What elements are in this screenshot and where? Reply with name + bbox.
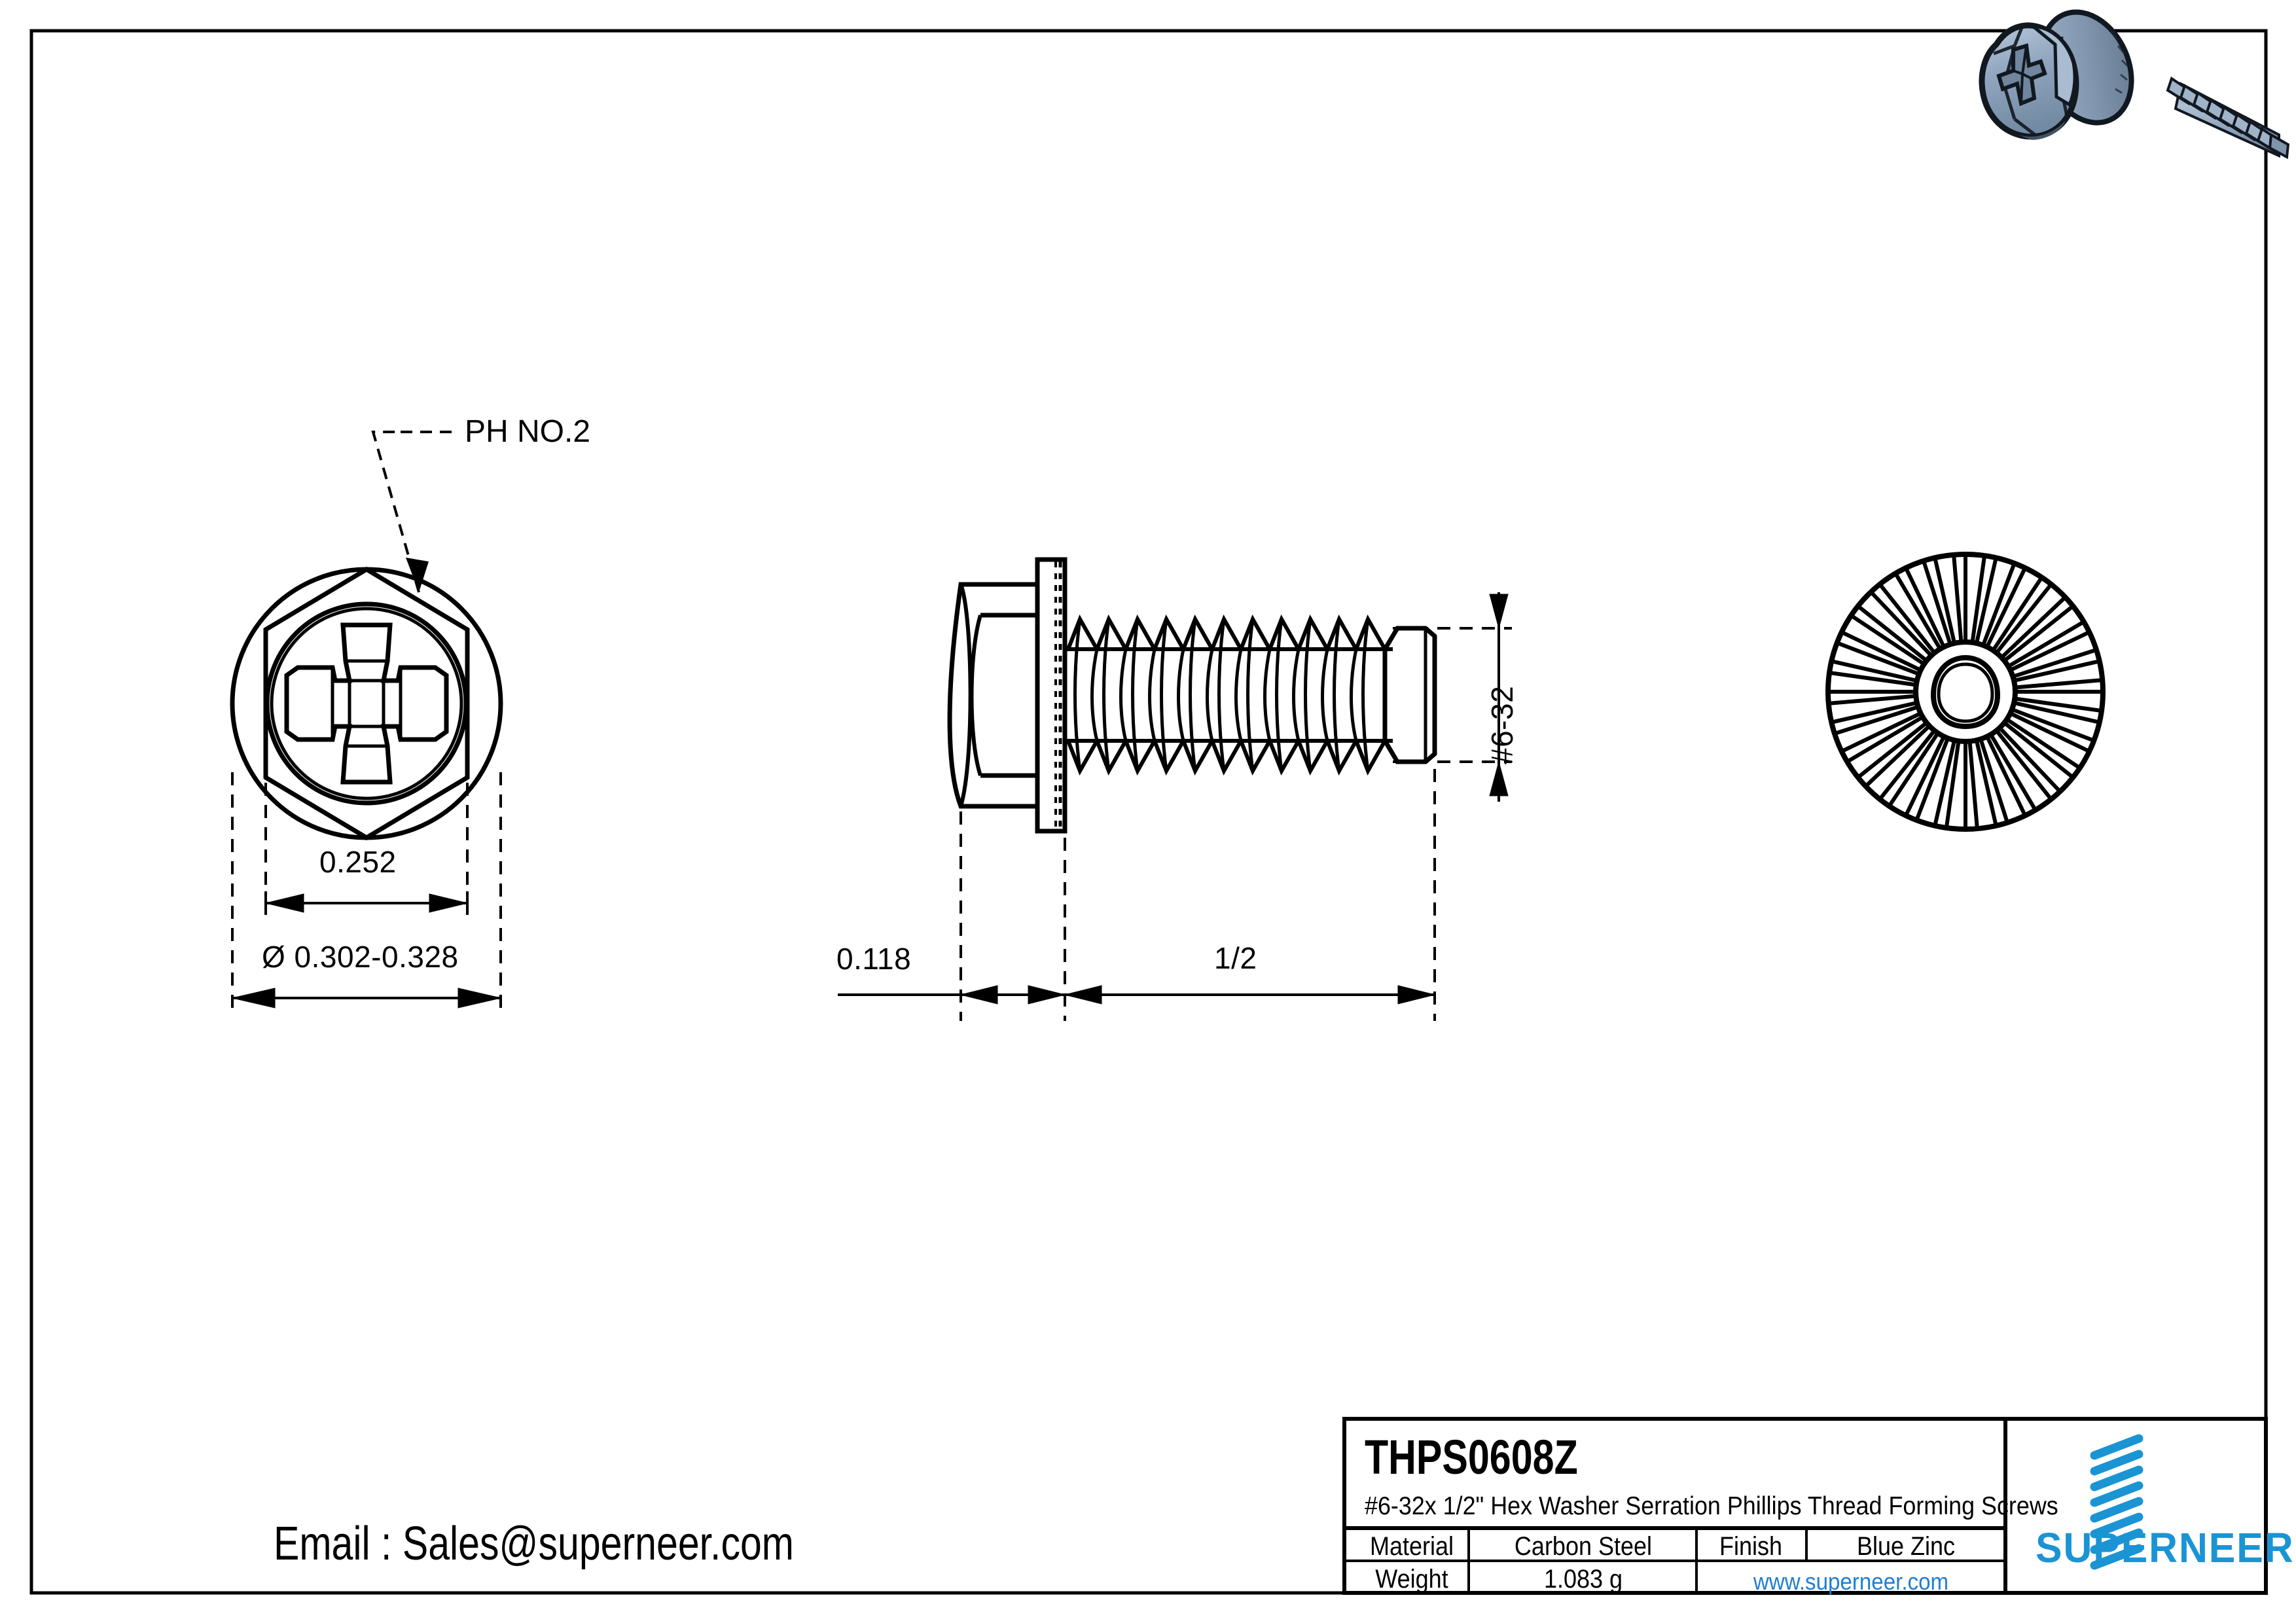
serration-tooth: [1997, 720, 2076, 794]
serration-tooth: [1964, 552, 1987, 645]
part-description: #6-32x 1/2" Hex Washer Serration Phillip…: [1365, 1492, 2058, 1520]
logo-bar: [2090, 1450, 2144, 1476]
serration-teeth: [1825, 552, 2106, 832]
serration-tooth: [1994, 581, 2068, 660]
side-view-screw: [947, 557, 1437, 834]
bottom-view-serration: [1825, 552, 2106, 832]
serration-tooth: [1829, 640, 1922, 683]
serration-tooth: [1914, 736, 1957, 829]
dim-head-height-label: 0.118: [836, 942, 912, 976]
dim-across-flats: [264, 783, 469, 916]
hex-outline: [263, 566, 470, 841]
serration-bore: [1930, 654, 2001, 730]
serration-tooth: [1825, 670, 1918, 694]
serration-tooth: [2013, 690, 2106, 713]
logo-bar: [2090, 1434, 2144, 1460]
finish-label: Finish: [1719, 1532, 1783, 1561]
dim-thread-length: [1064, 769, 1436, 1021]
serration-tooth: [1978, 734, 2028, 825]
serration-tooth: [1855, 589, 1934, 664]
screw-3d-shank: [2166, 76, 2290, 160]
serration-tooth: [1984, 565, 2045, 653]
serration-tooth: [1876, 570, 1943, 656]
serration-tooth: [1967, 738, 1999, 831]
dim-thread-spec: [1393, 592, 1512, 802]
serration-tooth: [1826, 694, 1920, 725]
title-block-frame: [1342, 1417, 2268, 1595]
serration-tooth: [1839, 613, 1927, 673]
website-link[interactable]: www.superneer.com: [1753, 1568, 1949, 1595]
logo-bar: [2090, 1465, 2144, 1491]
logo-bar: [2090, 1497, 2144, 1523]
logo-bar: [2090, 1544, 2144, 1570]
serration-tooth: [1903, 558, 1953, 650]
phillips-recess: [284, 622, 449, 785]
material-label: Material: [1369, 1532, 1454, 1561]
serration-tooth: [1932, 552, 1964, 646]
serration-tooth: [2001, 603, 2087, 669]
logo-bars: [2090, 1434, 2144, 1570]
top-view-phillips-hex: [230, 566, 503, 841]
weight-label: Weight: [1375, 1565, 1448, 1594]
serration-tooth: [2011, 658, 2105, 690]
head-chamfer-circle-outer: [264, 601, 469, 806]
logo-bar: [2090, 1512, 2144, 1539]
serration-tooth: [2007, 629, 2099, 679]
serration-tooth: [1988, 728, 2054, 813]
contact-email: Email : Sales@superneer.com: [274, 1518, 795, 1570]
serration-tooth: [1844, 714, 1929, 781]
material-value: Carbon Steel: [1514, 1532, 1653, 1561]
weight-value: 1.083 g: [1543, 1565, 1623, 1594]
brand-wordmark: SUPERNEER: [2036, 1524, 2295, 1571]
logo-bar: [2090, 1481, 2144, 1507]
serration-tooth: [1832, 704, 1924, 755]
drive-callout-label: PH NO.2: [465, 414, 591, 449]
serration-tooth: [2004, 711, 2092, 771]
thread-helix-lines: [1073, 618, 1370, 772]
serration-tooth: [1944, 739, 1967, 832]
part-number: THPS0608Z: [1365, 1430, 1578, 1484]
dim-across-flats-label: 0.252: [319, 845, 397, 879]
dim-thread-length-label: 1/2: [1214, 941, 1257, 975]
drive-callout-leader: [371, 431, 458, 593]
head-chamfer-circle-inner: [270, 607, 463, 800]
serration-tooth: [2009, 700, 2102, 743]
hex-washer-phillips-screw-3d: [1979, 9, 2290, 160]
serration-tooth: [1886, 730, 1946, 819]
screw-tip: [1382, 626, 1437, 764]
serration-tooth: [1974, 555, 2017, 648]
logo-bar: [2090, 1528, 2144, 1554]
dim-washer-diameter: [231, 772, 502, 1011]
dim-head-height: [838, 812, 1066, 1021]
serration-tooth: [1863, 723, 1937, 802]
washer-flange: [1035, 557, 1067, 834]
sheet-border: [29, 29, 2268, 1595]
dim-washer-diameter-label: Ø 0.302-0.328: [262, 940, 459, 974]
finish-value: Blue Zinc: [1856, 1532, 1956, 1561]
